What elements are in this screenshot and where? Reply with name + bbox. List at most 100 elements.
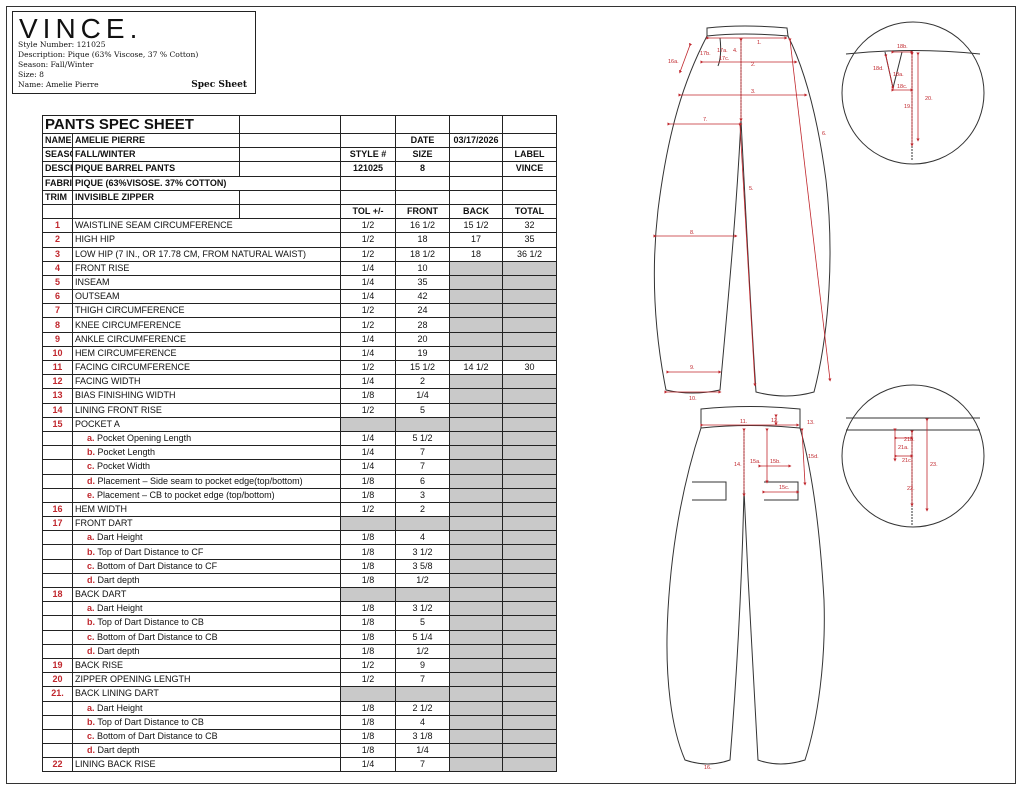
back-cell [449,388,504,404]
row-label-text: Dart Height [97,702,143,713]
label-21c: 21c. [902,458,913,464]
label-2: 2. [751,62,756,68]
date-label: DATE [395,132,451,149]
row-label-text: Placement – CB to pocket edge (top/botto… [97,489,275,500]
front-header: FRONT [395,203,451,220]
label-7: 7. [703,117,708,123]
row-sub-letter: b. [87,617,95,628]
season: Season: Fall/Winter [18,60,94,69]
total-cell [502,445,558,461]
row-label-text: Placement – Side seam to pocket edge(top… [97,475,303,486]
front-cell [395,416,451,432]
back-cell [449,601,504,617]
back-cell [449,303,504,319]
total-cell: 32 [502,218,558,234]
style-value: 121025 [340,161,397,177]
row-sub-letter: c. [87,730,95,741]
fabric-value: PIQUE (63%VISOSE. 37% COTTON) [71,175,342,191]
label-18b: 18b. [897,44,908,50]
label-15d: 15d. [808,454,819,460]
label-17a: 17a. [717,48,728,54]
row-sub-letter: b. [87,447,95,458]
label-9: 9. [690,365,695,371]
back-cell [449,317,504,333]
total-cell [502,303,558,319]
total-cell [502,331,558,347]
row-label-text: Pocket Width [97,461,151,472]
front-cell: 7 [395,757,451,773]
label-15b: 15b. [770,459,781,465]
row-label-text: Dart Height [97,532,143,543]
row-sub-letter: e. [87,489,95,500]
label-22: 22. [907,486,915,492]
label-5: 5. [749,186,754,192]
row-label-text: Dart depth [97,745,140,756]
brand-logo: VINCE. [19,13,143,44]
label-23: 23. [930,462,938,468]
label-13: 13. [807,420,815,426]
back-cell [449,672,504,688]
back-detail-circle: 21b. 21a. 21c. 22. 23. [841,384,985,528]
row-label-text: Dart Height [97,603,143,614]
designer-name: Name: Amelie Pierre [18,80,99,89]
name-value: AMELIE PIERRE [71,132,241,149]
label-19: 19. [904,104,912,110]
row-sub-letter: d. [87,645,95,656]
label-18c: 18c. [897,84,908,90]
trim-label: TRIM [42,189,73,205]
row-label-text: Dart depth [97,645,140,656]
total-cell [502,402,558,418]
row-label-text: Bottom of Dart Distance to CF [97,560,218,571]
total-cell [502,530,558,546]
back-cell [449,445,504,461]
size: Size: 8 [18,70,44,79]
label-21b: 21b. [904,437,915,443]
style-meta: Style Number: 121025 Description: Pique … [18,40,198,90]
row-sub-letter: d. [87,745,95,756]
back-cell: 15 1/2 [449,218,504,234]
label-18d: 18d. [873,66,884,72]
pants-spec-table: PANTS SPEC SHEET NAME AMELIE PIERRE DATE… [41,115,558,773]
total-cell [502,672,558,688]
row-label-text: Top of Dart Distance to CB [97,716,204,727]
spec-sheet-label: Spec Sheet [191,80,247,90]
total-cell [502,317,558,333]
row-sub-letter: a. [87,532,95,543]
back-cell [449,501,504,518]
total-cell [502,544,558,560]
trim-value: INVISIBLE ZIPPER [71,189,241,205]
label-8: 8. [690,230,695,236]
back-cell [449,331,504,347]
row-sub-letter: c. [87,631,95,642]
back-pants-drawing [666,406,825,765]
row-label: HIGH HIP [71,232,342,248]
total-cell [502,260,558,276]
label-12: 12. [771,418,779,424]
label-17b: 17b. [700,51,711,57]
label-value: VINCE [502,161,558,177]
total-cell [502,615,558,631]
row-sub-letter: b. [87,546,95,557]
back-cell [449,459,504,475]
row-sub-letter: b. [87,716,95,727]
back-cell [449,473,504,489]
descri-value: PIQUE BARREL PANTS [71,161,241,177]
total-cell [502,516,558,532]
total-cell [502,743,558,759]
tol-cell: 1/2 [340,232,397,248]
label-17c: 17c. [719,56,730,62]
label-11: 11. [740,419,748,425]
page-frame [6,6,1016,784]
